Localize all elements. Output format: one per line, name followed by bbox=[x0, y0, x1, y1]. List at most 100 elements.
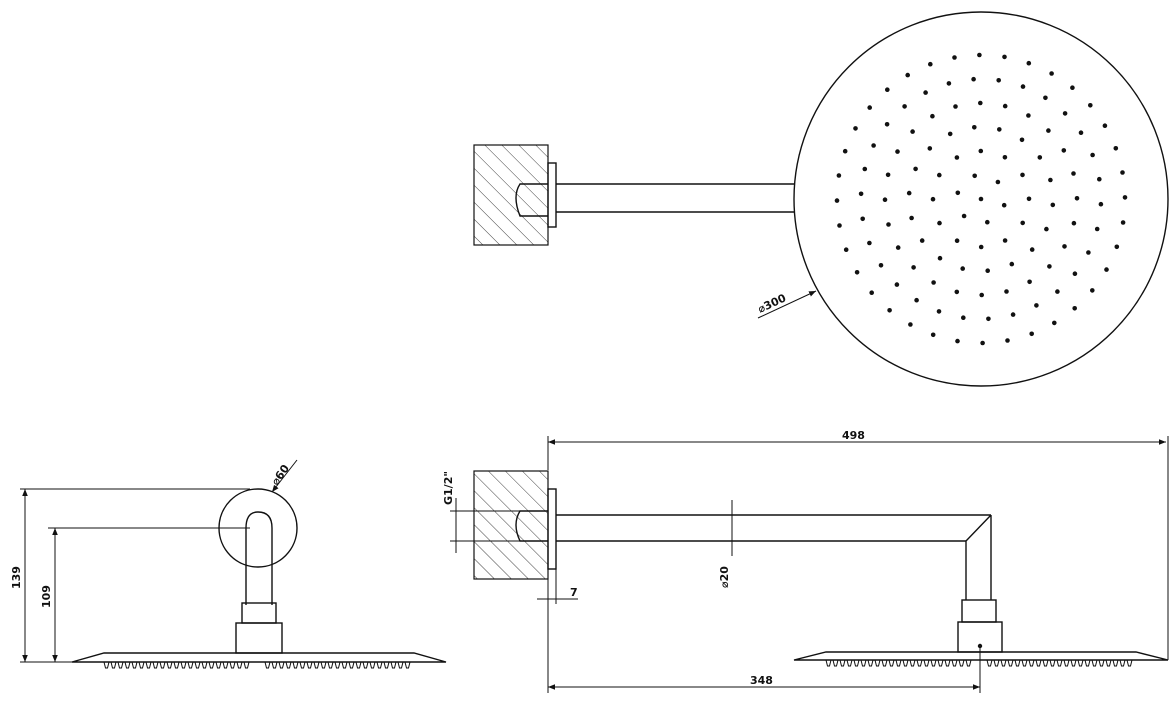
nozzle-tip bbox=[916, 659, 923, 667]
nozzle-tip bbox=[825, 659, 832, 667]
nozzle-dot bbox=[978, 196, 984, 202]
flange-diameter-label: ⌀60 bbox=[269, 462, 292, 488]
nozzle-dot bbox=[919, 238, 925, 243]
nozzle-dot bbox=[869, 290, 874, 296]
top-view: ⌀300 bbox=[473, 11, 1169, 387]
nozzle-dot bbox=[1122, 195, 1128, 200]
flange-diameter-leader bbox=[271, 459, 298, 493]
nozzle-tip bbox=[201, 661, 208, 669]
wall-flange-top bbox=[547, 162, 557, 228]
nozzle-pattern bbox=[834, 52, 1128, 346]
nozzle-dot bbox=[997, 127, 1002, 132]
nozzle-dot bbox=[1050, 202, 1056, 208]
nozzle-tip bbox=[383, 661, 390, 669]
nozzle-dot bbox=[1114, 244, 1120, 250]
nozzle-dot bbox=[1043, 95, 1048, 101]
nozzle-tip bbox=[1084, 659, 1091, 667]
nozzle-dot bbox=[886, 222, 891, 227]
nozzle-tip bbox=[404, 661, 411, 669]
nozzle-dot bbox=[1070, 85, 1075, 90]
nozzle-tip bbox=[1070, 659, 1077, 667]
nozzle-dot bbox=[1026, 113, 1031, 118]
nozzle-dot bbox=[946, 81, 952, 86]
nozzle-dot bbox=[882, 197, 888, 202]
nozzle-dot bbox=[834, 198, 840, 203]
nozzle-tip bbox=[993, 659, 1000, 667]
diameter-leader bbox=[757, 290, 817, 319]
arm-elbow-top bbox=[515, 183, 548, 217]
nozzle-dot bbox=[908, 322, 913, 327]
nozzle-dot bbox=[937, 220, 942, 226]
nozzle-tip bbox=[1077, 659, 1084, 667]
nozzle-dot bbox=[887, 308, 892, 313]
nozzle-tip bbox=[965, 659, 972, 667]
nozzle-dot bbox=[1037, 155, 1043, 160]
nozzle-tip bbox=[376, 661, 383, 669]
nozzle-dot bbox=[1104, 267, 1109, 272]
nozzle-dot bbox=[1102, 123, 1108, 128]
nozzle-tip bbox=[187, 661, 194, 669]
nozzle-dot bbox=[1044, 226, 1049, 232]
nozzle-dot bbox=[871, 143, 876, 148]
nozzle-dot bbox=[972, 173, 977, 179]
nozzle-dot bbox=[978, 148, 984, 154]
nozzle-tip bbox=[1091, 659, 1098, 667]
nozzle-dot bbox=[972, 125, 977, 130]
nozzle-tip bbox=[103, 661, 110, 669]
nozzle-dot bbox=[1094, 226, 1100, 232]
projection-label: 348 bbox=[750, 674, 773, 687]
nozzle-dot bbox=[961, 315, 966, 321]
nozzle-dot bbox=[930, 113, 935, 119]
nozzle-dot bbox=[905, 72, 910, 78]
nozzle-dot bbox=[884, 122, 890, 127]
nozzle-tip bbox=[152, 661, 159, 669]
flange-thickness-label: 7 bbox=[570, 586, 578, 599]
nozzle-dot bbox=[1078, 130, 1084, 135]
nozzle-dot bbox=[996, 78, 1001, 83]
nozzle-tip bbox=[860, 659, 867, 667]
nozzle-dot bbox=[979, 292, 984, 298]
nozzle-dot bbox=[906, 190, 912, 196]
nozzle-dot bbox=[885, 172, 891, 178]
nozzle-tip bbox=[1000, 659, 1007, 667]
nozzle-dot bbox=[1074, 196, 1080, 201]
arm-bend-side bbox=[245, 511, 273, 605]
nozzle-tip bbox=[208, 661, 215, 669]
nozzle-dot bbox=[1046, 128, 1051, 133]
nozzle-dot bbox=[1055, 289, 1060, 294]
shower-head-top bbox=[793, 11, 1169, 387]
nozzle-tip bbox=[159, 661, 166, 669]
nozzle-tip bbox=[138, 661, 145, 669]
nozzle-dot bbox=[995, 179, 1001, 185]
nozzle-dot bbox=[1072, 306, 1077, 311]
nozzle-dot bbox=[1020, 220, 1025, 226]
nozzle-dot bbox=[1086, 250, 1091, 255]
nozzle-tip bbox=[902, 659, 909, 667]
nozzle-tip bbox=[306, 661, 313, 669]
nozzle-dot bbox=[936, 309, 942, 314]
nozzle-tip bbox=[1098, 659, 1105, 667]
nozzle-dot bbox=[928, 61, 933, 67]
nozzle-dot bbox=[960, 266, 965, 271]
nozzle-dot bbox=[1002, 103, 1008, 109]
nozzle-dot bbox=[1090, 152, 1095, 158]
nozzle-dot bbox=[862, 166, 868, 172]
nozzle-dot bbox=[1027, 279, 1032, 285]
nozzle-tip bbox=[1126, 659, 1133, 667]
nozzle-tip bbox=[229, 661, 236, 669]
nozzle-tip bbox=[369, 661, 376, 669]
nozzle-dot bbox=[1034, 303, 1039, 308]
nozzle-dot bbox=[911, 265, 916, 270]
nozzle-dot bbox=[947, 131, 953, 137]
nozzle-dot bbox=[853, 126, 858, 131]
nozzle-dot bbox=[937, 172, 942, 178]
nozzle-tip bbox=[341, 661, 348, 669]
nozzle-tip bbox=[173, 661, 180, 669]
nozzle-tip bbox=[846, 659, 853, 667]
nozzle-tip bbox=[222, 661, 229, 669]
nozzle-dot bbox=[854, 270, 860, 275]
nozzle-dot bbox=[913, 166, 918, 172]
nozzle-tip bbox=[832, 659, 839, 667]
nozzle-tip bbox=[194, 661, 201, 669]
shower-head-front bbox=[793, 651, 1169, 661]
